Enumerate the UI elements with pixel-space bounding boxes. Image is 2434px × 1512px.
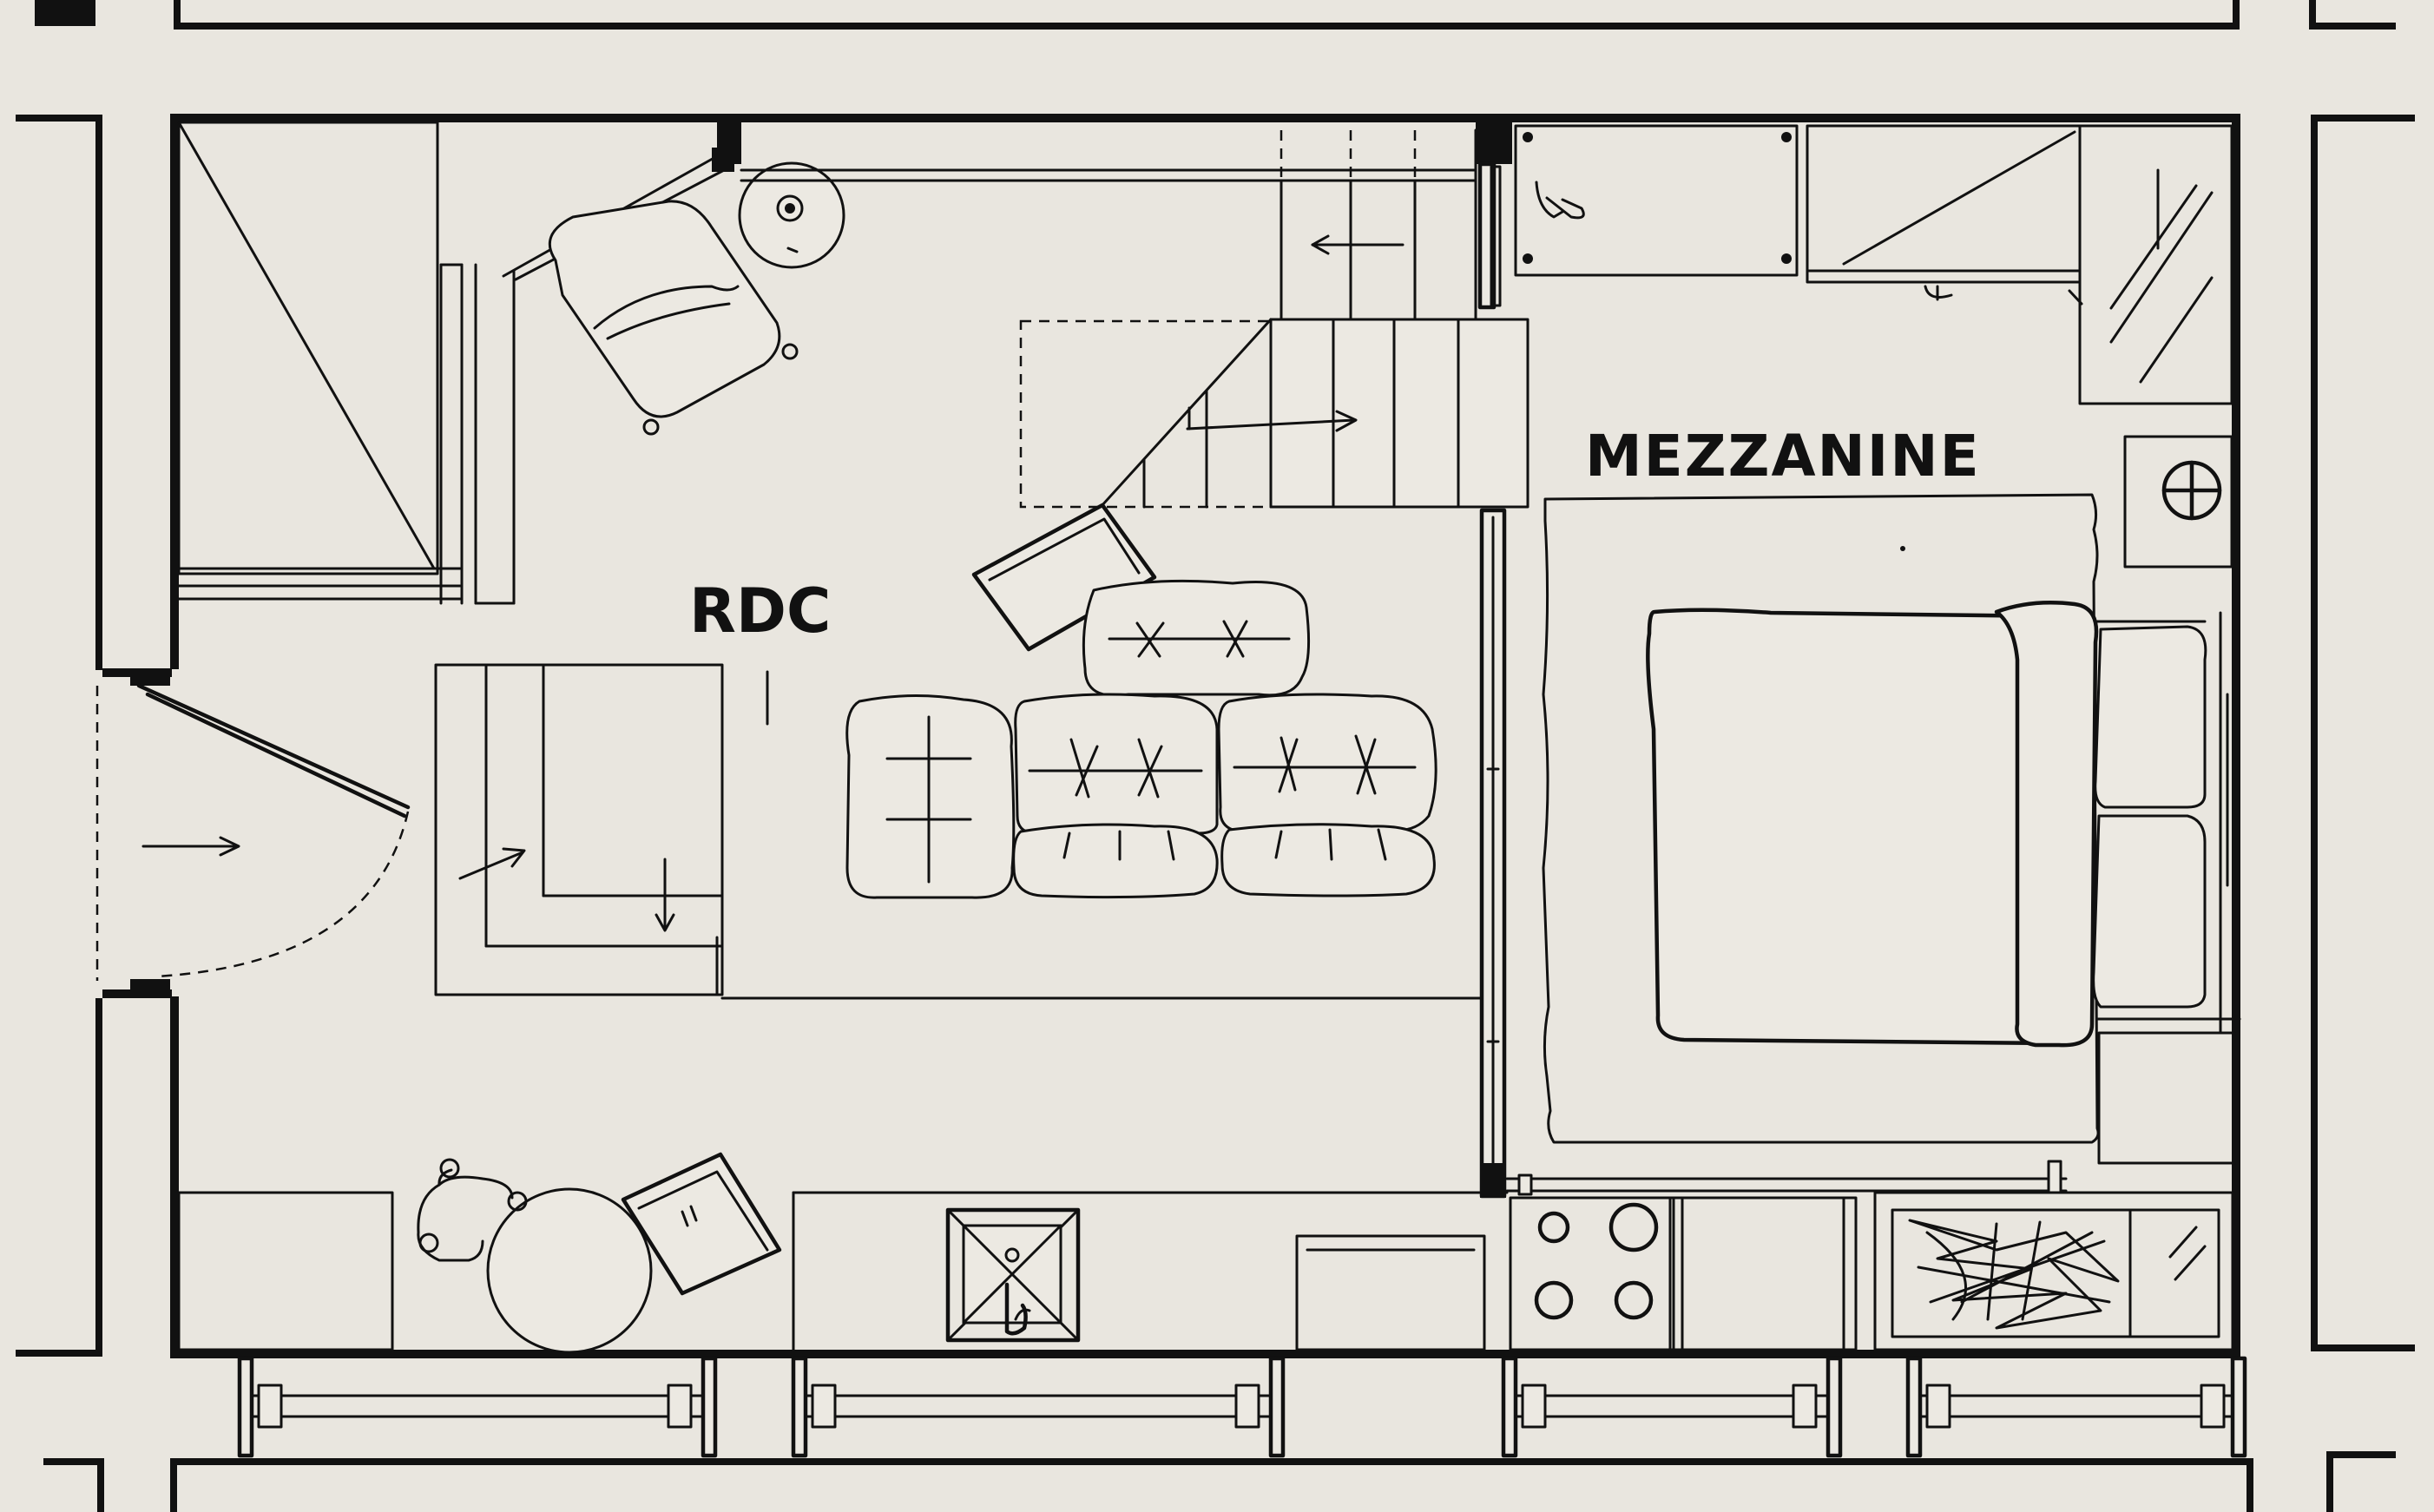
sofa <box>845 579 1437 899</box>
cabinets-top-right <box>1514 124 2233 569</box>
kitchen-counter <box>792 1191 2234 1351</box>
double-bed <box>1646 601 2241 1165</box>
neighbor-walls <box>16 0 2415 1512</box>
staircase <box>740 128 1529 509</box>
entrance-door <box>95 668 411 996</box>
shelving-unit <box>434 663 769 996</box>
dining-area <box>177 1152 782 1354</box>
armchair-top <box>548 161 845 436</box>
mezzanine-rug <box>1542 493 2100 1144</box>
mezzanine-railing <box>1479 508 2068 1199</box>
label-ground-floor: RDC <box>689 575 831 647</box>
label-mezzanine: MEZZANINE <box>1585 423 1981 490</box>
lounge-chair <box>971 503 1157 652</box>
windows <box>237 1356 2247 1458</box>
